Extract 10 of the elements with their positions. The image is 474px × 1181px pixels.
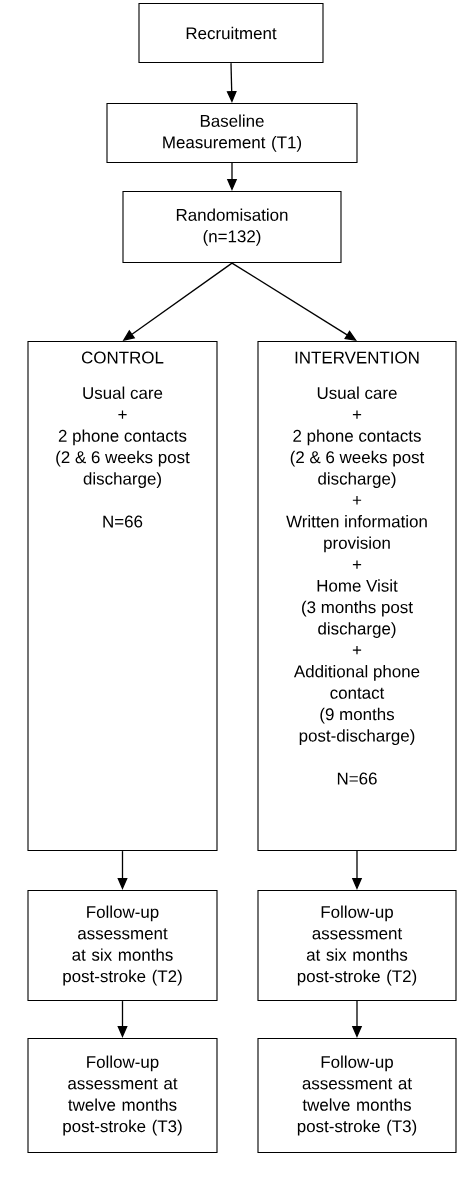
- arrow: [231, 262, 357, 341]
- process-box: Baseline Measurement (T1): [106, 103, 358, 164]
- process-box: Follow-up assessment at six months post-stroke (T2): [27, 890, 218, 1002]
- process-box: Follow-up assessment at six months post-stroke (T2): [257, 890, 457, 1002]
- process-box: Follow-up assessment at twelve months post-stroke (T3): [257, 1038, 457, 1154]
- process-box: Follow-up assessment at twelve months post-stroke (T3): [27, 1038, 218, 1154]
- process-box: Recruitment: [138, 3, 324, 64]
- process-box: CONTROL Usual care + 2 phone contacts (2 & 6 weeks post discharge) N=66: [27, 341, 218, 852]
- process-box: Randomisation (n=132): [122, 191, 342, 264]
- process-box: INTERVENTION Usual care + 2 phone contacts (2 & 6 weeks post discharge) + Written information provision + Home Visit (3 months post discharge) + Additional phone contact (9 months post-discharge) N=66: [257, 341, 457, 852]
